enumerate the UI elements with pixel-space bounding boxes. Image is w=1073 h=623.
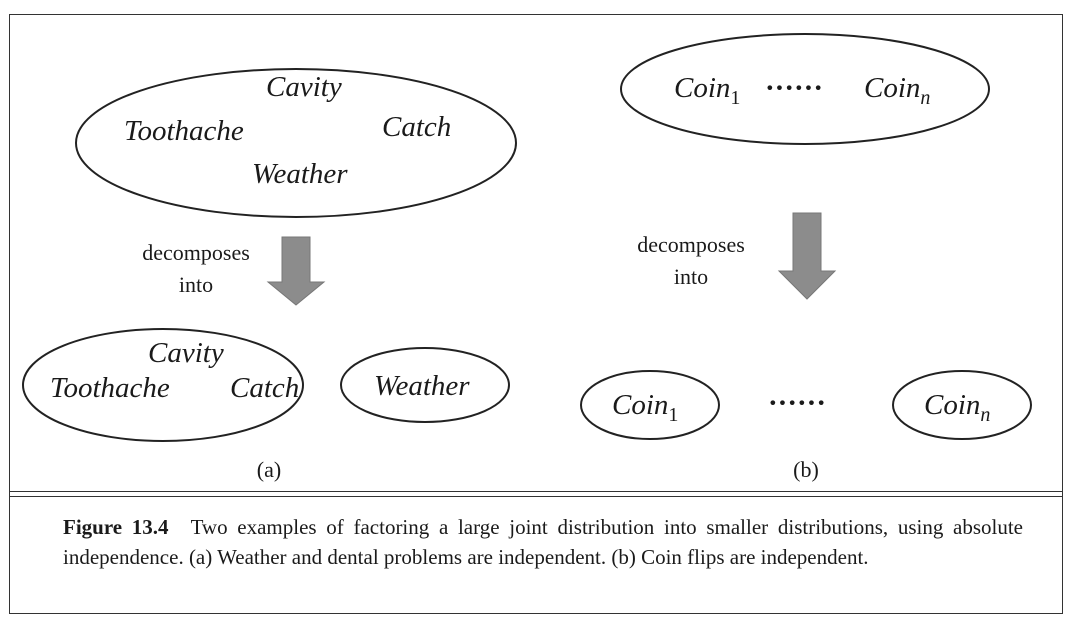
joint-ellipse-b: [620, 33, 990, 145]
joint-coin-last: Coinn: [864, 72, 930, 109]
panel-b: Coin1 ······ Coinn decomposes into Coin1…: [580, 33, 1032, 482]
figure-label: Figure 13.4: [63, 515, 169, 539]
panel-a: Cavity Toothache Catch Weather decompose…: [22, 68, 517, 482]
figure-frame: [9, 14, 1063, 614]
down-arrow-a: [266, 236, 326, 306]
caption-divider-top: [9, 491, 1063, 492]
var-toothache: Toothache: [124, 115, 244, 147]
var-cavity: Cavity: [266, 71, 342, 103]
into-label-b: into: [674, 264, 708, 289]
joint-ellipse-a: [75, 68, 517, 218]
factor-ellipsis: ······: [768, 387, 826, 419]
factor-coin-first: Coin1: [612, 389, 678, 426]
factor-var-cavity: Cavity: [148, 337, 224, 369]
into-label-a: into: [179, 272, 213, 297]
decomposes-label-a: decomposes: [142, 240, 250, 265]
factor-ellipse-coin-n: [892, 370, 1032, 440]
factor-ellipse-coin-1: [580, 370, 720, 440]
panel-label-b: (b): [793, 457, 819, 482]
joint-ellipsis: ······: [765, 72, 823, 104]
caption-text: Two examples of factoring a large joint …: [63, 515, 1024, 569]
var-weather: Weather: [252, 158, 348, 190]
factor-var-catch: Catch: [230, 372, 299, 404]
panel-label-a: (a): [257, 457, 281, 482]
var-catch: Catch: [382, 111, 451, 143]
decomposes-label-b: decomposes: [637, 232, 745, 257]
factor-ellipse-weather: [340, 347, 510, 423]
joint-coin-first: Coin1: [674, 72, 740, 109]
factor-ellipse-dental: [22, 328, 304, 442]
down-arrow-b: [777, 212, 837, 300]
factor-var-weather: Weather: [374, 370, 470, 402]
caption-divider-bottom: [9, 496, 1063, 497]
factor-coin-last: Coinn: [924, 389, 990, 426]
factor-var-toothache: Toothache: [50, 372, 170, 404]
